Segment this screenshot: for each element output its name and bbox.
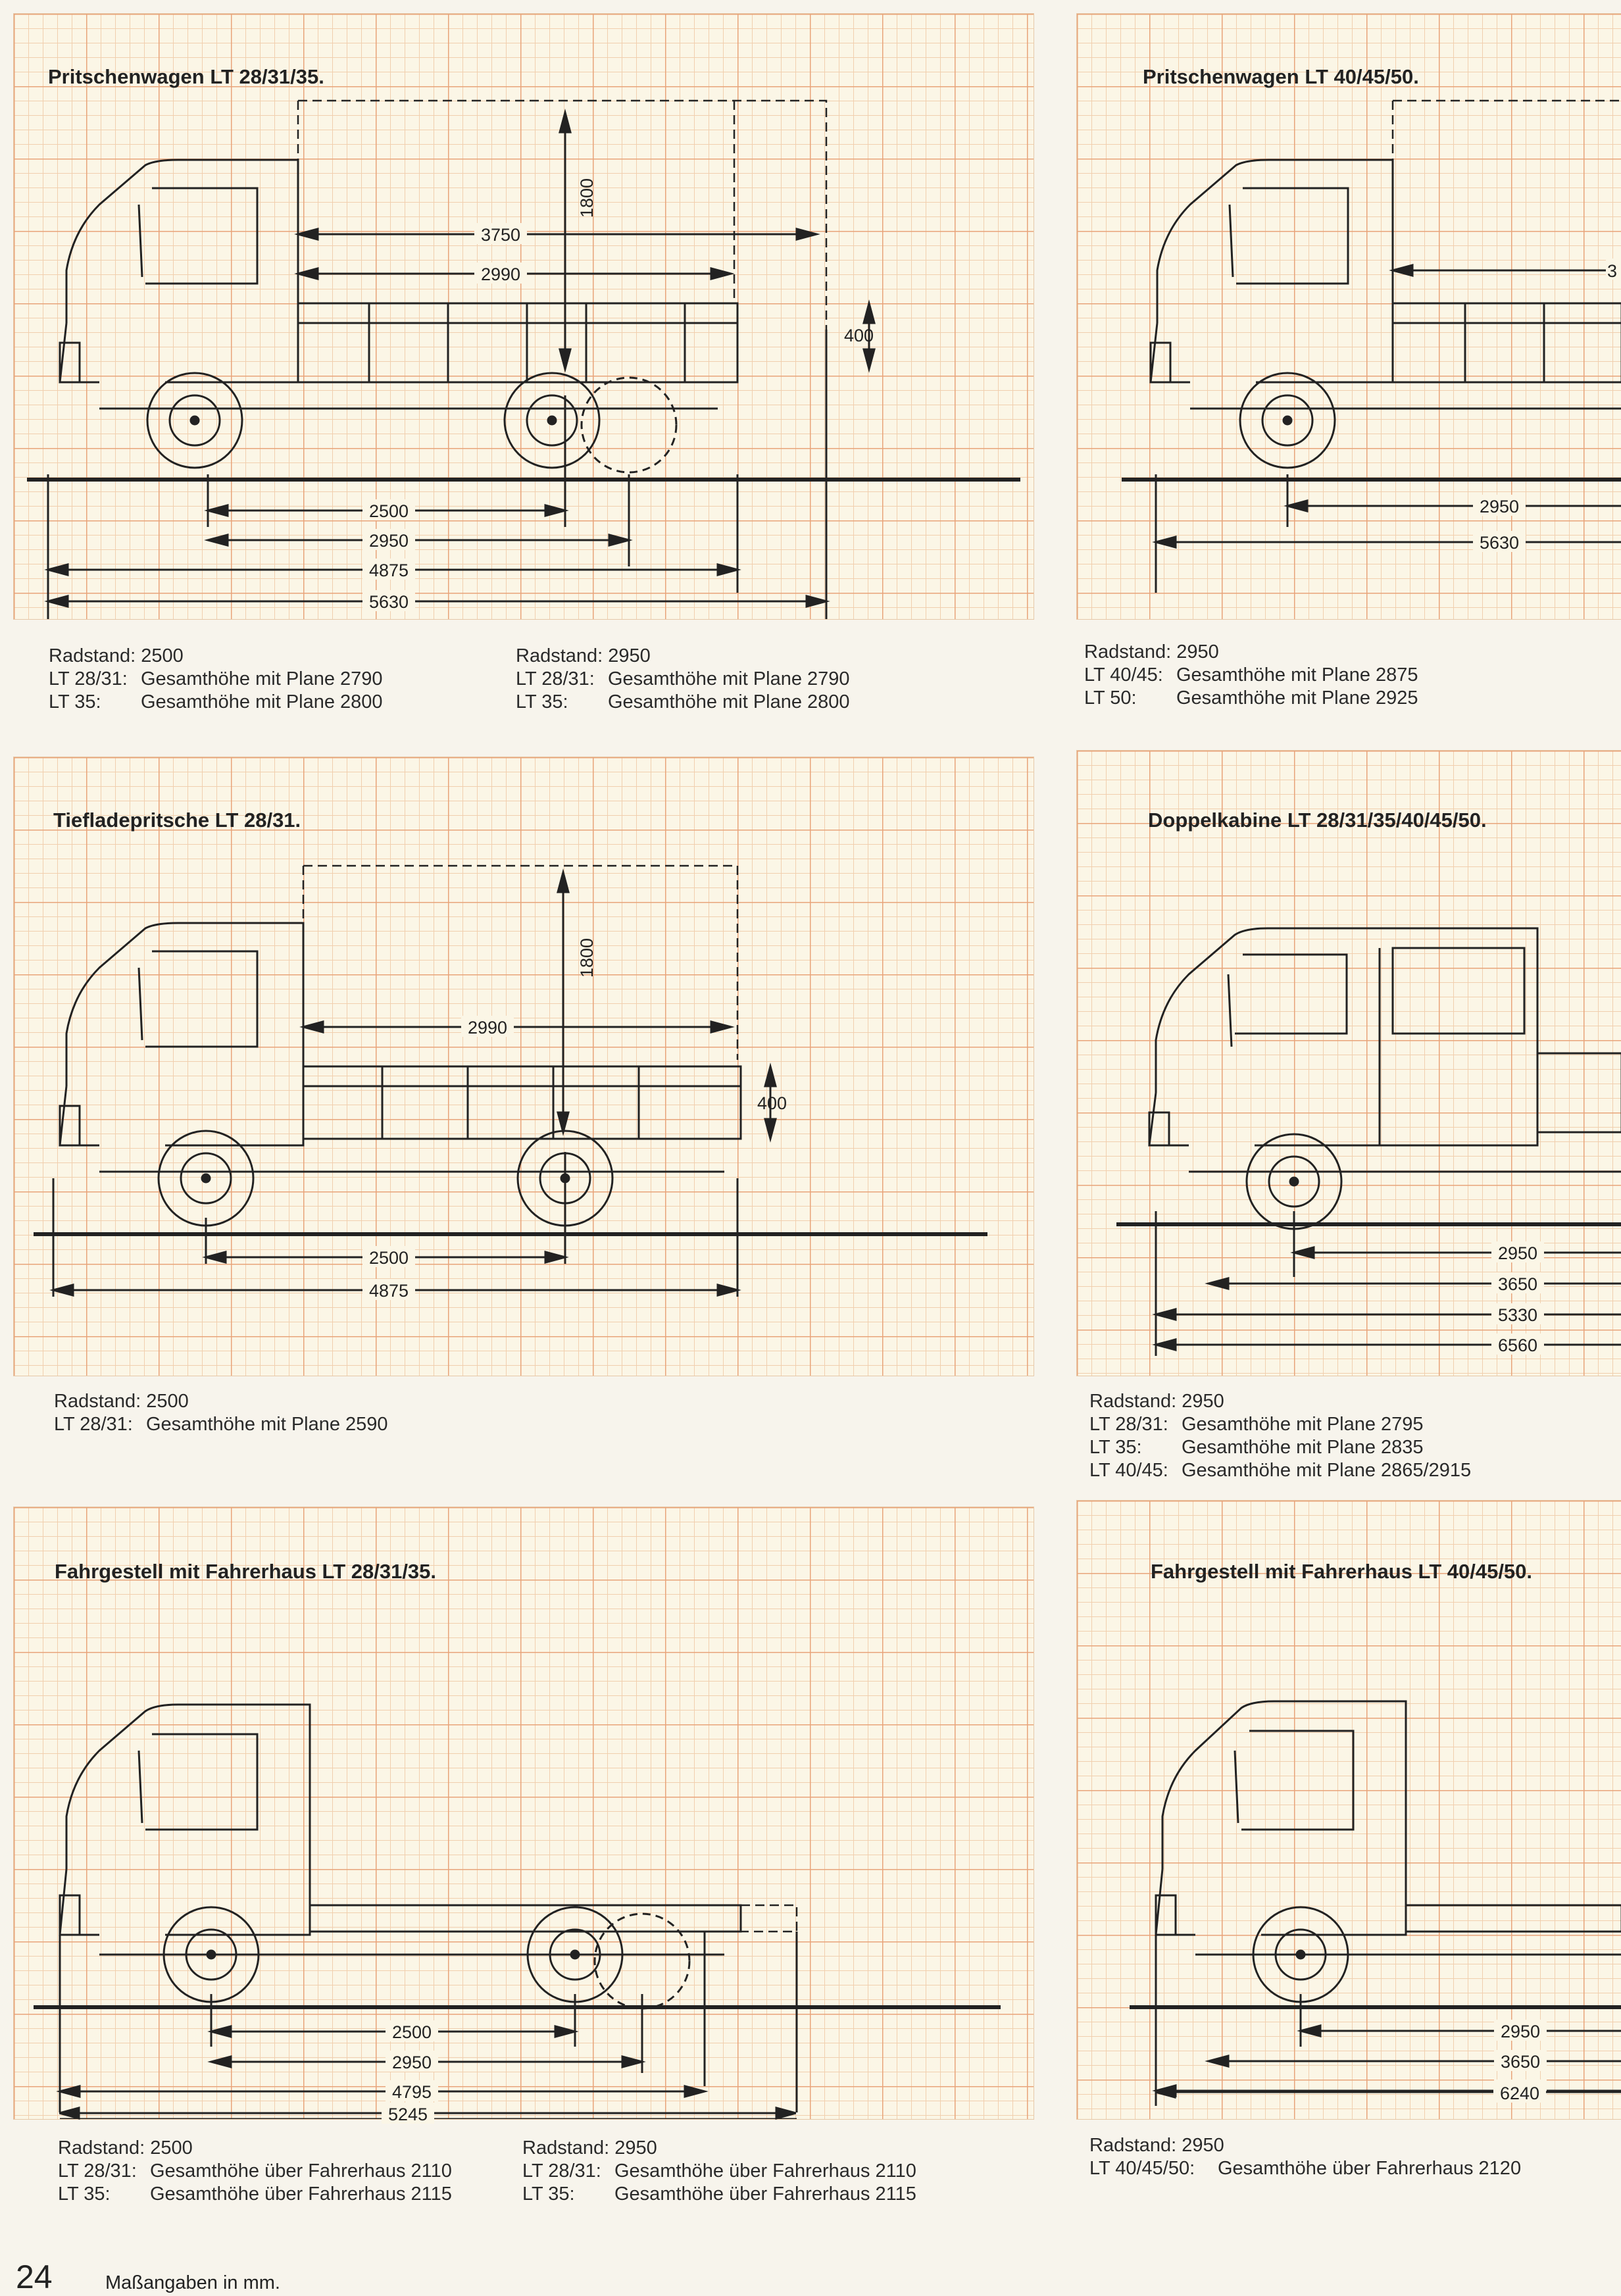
caption-model: LT 28/31: — [1089, 1414, 1168, 1435]
dim-label: 5245 — [388, 2105, 428, 2124]
dim-label: 2500 — [369, 501, 409, 521]
dim-label: 4875 — [369, 561, 409, 580]
dim-label: 2950 — [1498, 1243, 1537, 1263]
caption-block: Radstand: 2950 LT 28/31: Gesamthöhe mit P… — [516, 645, 850, 714]
caption-head: Radstand: 2950 — [1089, 2135, 1224, 2156]
dim-label: 2950 — [1480, 497, 1519, 516]
dim-label: 4875 — [369, 1281, 409, 1301]
caption-block: Radstand: 2500 LT 28/31: Gesamthöhe mit P… — [49, 645, 383, 714]
caption-head: Radstand: 2950 — [1084, 641, 1219, 662]
dim-label: 1800 — [577, 178, 597, 218]
truck-drawing: 2950 3650 5330 6560 — [1116, 927, 1621, 1356]
dim-label: 2950 — [392, 2053, 432, 2072]
caption-head: Radstand: 2950 — [516, 645, 651, 666]
dim-label: 2990 — [481, 264, 520, 284]
truck-drawing: 2990 1800 400 2500 4875 — [34, 864, 987, 1301]
caption-value: Gesamthöhe mit Plane 2790 — [608, 668, 850, 689]
caption-value: Gesamthöhe mit Plane 2590 — [146, 1414, 388, 1435]
dim-label: 3750 — [481, 225, 520, 245]
dim-5245-row: 5245 — [55, 2100, 800, 2126]
dim-label: 1800 — [577, 938, 597, 978]
caption-block: Radstand: 2500 LT 28/31: Gesamthöhe über … — [58, 2137, 452, 2206]
caption-value: Gesamthöhe über Fahrerhaus 2115 — [150, 2184, 452, 2205]
units-footnote: Maßangaben in mm. — [105, 2272, 280, 2293]
caption-model: LT 28/31: — [522, 2160, 601, 2182]
truck-drawing: 3 2950 5630 — [1122, 99, 1621, 593]
panel-pritschenwagen-40-45-50: Pritschenwagen LT 40/45/50. 3 — [1076, 13, 1621, 620]
dim-label: 5630 — [369, 592, 409, 612]
dim-label: 5330 — [1498, 1305, 1537, 1325]
caption-head: Radstand: 2500 — [54, 1391, 189, 1412]
dim-label: 2950 — [1501, 2022, 1540, 2041]
panel-title: Fahrgestell mit Fahrerhaus LT 28/31/35. — [55, 1560, 437, 1583]
caption-value: Gesamthöhe über Fahrerhaus 2110 — [614, 2160, 916, 2182]
caption-block: Radstand: 2950 LT 28/31: Gesamthöhe über … — [522, 2137, 916, 2206]
caption-value: Gesamthöhe mit Plane 2875 — [1176, 664, 1418, 686]
panel-fahrgestell-40-45-50: Fahrgestell mit Fahrerhaus LT 40/45/50. … — [1076, 1500, 1621, 2120]
caption-value: Gesamthöhe mit Plane 2835 — [1182, 1437, 1424, 1458]
dim-label: 5630 — [1480, 533, 1519, 553]
panel-pritschenwagen-28-31-35: Pritschenwagen LT 28/31/35. — [13, 13, 1034, 620]
caption-block: Radstand: 2500 LT 28/31: Gesamthöhe mit P… — [54, 1390, 388, 1436]
caption-model: LT 50: — [1084, 687, 1137, 709]
panel-title: Pritschenwagen LT 40/45/50. — [1143, 65, 1419, 88]
caption-model: LT 35: — [522, 2184, 575, 2205]
caption-head: Radstand: 2950 — [1089, 1391, 1224, 1412]
caption-value: Gesamthöhe über Fahrerhaus 2115 — [614, 2184, 916, 2205]
truck-drawing: 2500 2950 4795 — [34, 1703, 1001, 2119]
truck-drawing: 2950 3650 5245 — [1130, 1700, 1621, 2106]
caption-model: LT 40/45/50: — [1089, 2158, 1195, 2179]
caption-head: Radstand: 2950 — [522, 2137, 657, 2159]
caption-value: Gesamthöhe mit Plane 2925 — [1176, 687, 1418, 709]
page-number: 24 — [16, 2259, 53, 2295]
caption-head: Radstand: 2500 — [49, 645, 184, 666]
dim-label: 400 — [844, 326, 874, 345]
dim-label: 2500 — [369, 1248, 409, 1268]
dim-label: 400 — [757, 1093, 787, 1113]
truck-drawing: 3750 2990 1800 400 2500 2950 4875 5630 — [27, 99, 1020, 619]
caption-model: LT 28/31: — [49, 668, 128, 689]
panel-doppelkabine: Doppelkabine LT 28/31/35/40/45/50. 2950 — [1076, 750, 1621, 1376]
caption-value: Gesamthöhe mit Plane 2865/2915 — [1182, 1460, 1472, 1481]
dim-label: 6560 — [1498, 1335, 1537, 1355]
caption-model: LT 40/45: — [1089, 1460, 1168, 1481]
panel-title: Tiefladepritsche LT 28/31. — [53, 809, 301, 832]
dim-label: 3650 — [1501, 2052, 1540, 2072]
dim-label: 2950 — [369, 531, 409, 551]
dim-arrow: 5245 — [55, 2103, 800, 2124]
caption-model: LT 35: — [516, 691, 568, 712]
dim-label: 3650 — [1498, 1274, 1537, 1294]
caption-value: Gesamthöhe mit Plane 2800 — [608, 691, 850, 712]
panel-fahrgestell-28-31-35: Fahrgestell mit Fahrerhaus LT 28/31/35. — [13, 1507, 1034, 2120]
dim-label: 3 — [1607, 261, 1617, 281]
caption-value: Gesamthöhe mit Plane 2790 — [141, 668, 383, 689]
dim-label: 4795 — [392, 2082, 432, 2102]
caption-value: Gesamthöhe mit Plane 2795 — [1182, 1414, 1424, 1435]
caption-model: LT 40/45: — [1084, 664, 1163, 686]
dim-6240-row: 6240 — [1151, 2079, 1621, 2105]
caption-value: Gesamthöhe über Fahrerhaus 2120 — [1218, 2158, 1522, 2179]
dim-label: 2500 — [392, 2022, 432, 2042]
caption-value: Gesamthöhe über Fahrerhaus 2110 — [150, 2160, 452, 2182]
caption-model: LT 28/31: — [516, 668, 595, 689]
caption-value: Gesamthöhe mit Plane 2800 — [141, 691, 383, 712]
caption-model: LT 28/31: — [58, 2160, 137, 2182]
panel-title: Pritschenwagen LT 28/31/35. — [48, 65, 324, 88]
dim-label: 6240 — [1500, 2084, 1539, 2103]
caption-model: LT 28/31: — [54, 1414, 133, 1435]
caption-block: Radstand: 2950 LT 40/45/50: Gesamthöhe üb… — [1089, 2134, 1521, 2180]
panel-title: Doppelkabine LT 28/31/35/40/45/50. — [1148, 809, 1487, 832]
caption-model: LT 35: — [58, 2184, 111, 2205]
dim-label: 2990 — [468, 1018, 507, 1037]
caption-block: Radstand: 2950 LT 40/45: Gesamthöhe mit P… — [1084, 641, 1418, 710]
panel-title: Fahrgestell mit Fahrerhaus LT 40/45/50. — [1151, 1560, 1533, 1583]
panel-tiefladepritsche-28-31: Tiefladepritsche LT 28/31. — [13, 757, 1034, 1376]
caption-block: Radstand: 2950 LT 28/31: Gesamthöhe mit P… — [1089, 1390, 1471, 1482]
caption-head: Radstand: 2500 — [58, 2137, 193, 2159]
caption-model: LT 35: — [49, 691, 101, 712]
caption-model: LT 35: — [1089, 1437, 1142, 1458]
dim-arrow: 6240 — [1151, 2082, 1621, 2103]
